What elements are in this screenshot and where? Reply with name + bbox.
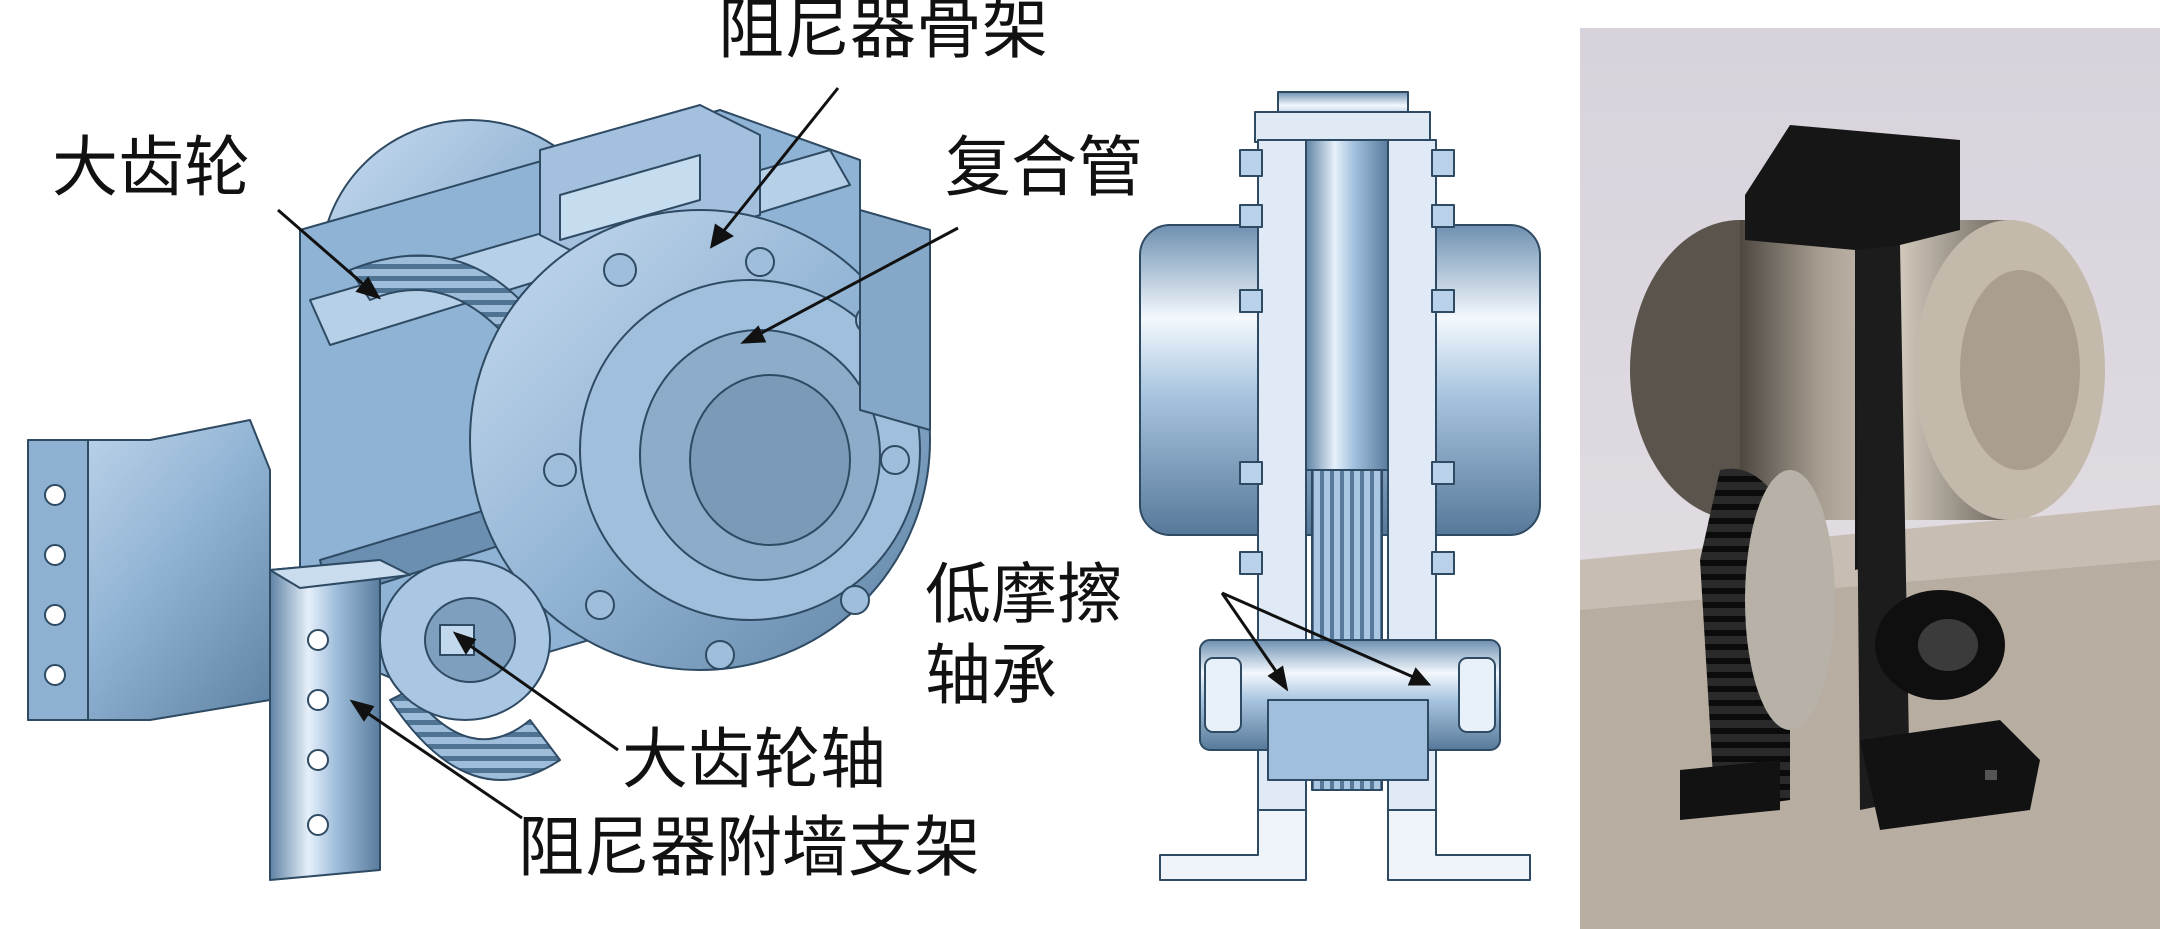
section-view <box>1139 91 1541 881</box>
leader-lines <box>277 87 1432 820</box>
bracket-holes <box>44 484 329 836</box>
photo-panel <box>1580 28 2160 929</box>
cad-model-3d <box>27 104 931 881</box>
label-damper-wall-bracket: 阻尼器附墙支架 <box>518 809 980 886</box>
label-low-friction-bearing: 低摩擦 轴承 <box>925 556 1123 714</box>
label-big-gear-shaft: 大齿轮轴 <box>622 721 886 798</box>
label-big-gear: 大齿轮 <box>52 129 250 206</box>
label-damper-frame: 阻尼器骨架 <box>718 0 1048 68</box>
label-composite-pipe: 复合管 <box>945 129 1143 206</box>
